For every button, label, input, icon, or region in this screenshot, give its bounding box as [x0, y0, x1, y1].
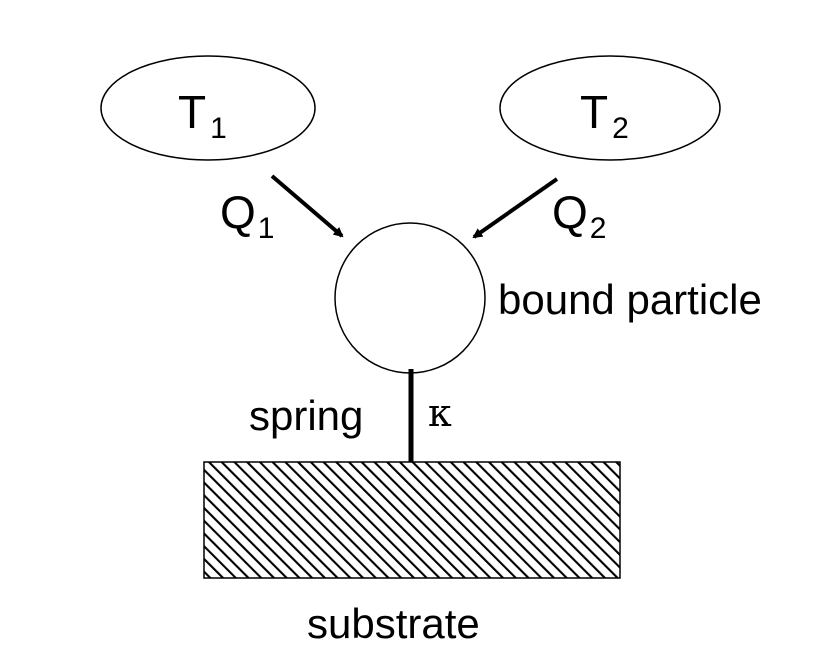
reservoir-t1-ellipse [100, 55, 316, 161]
substrate-label: substrate [307, 600, 480, 647]
bound-particle-circle [334, 222, 486, 374]
reservoir-t1-symbol: T [178, 86, 206, 138]
heat-q1-index: 1 [258, 212, 275, 245]
substrate-block [203, 461, 621, 579]
heat-flow-arrow-2 [472, 177, 559, 239]
reservoir-t2-index: 2 [612, 112, 629, 145]
reservoir-t1-index: 1 [210, 112, 227, 145]
spring-constant-label: κ [428, 391, 452, 435]
reservoir-t2-symbol: T [580, 86, 608, 138]
heat-q1-label: Q1 [220, 186, 274, 245]
bound-particle-label: bound particle [498, 276, 762, 323]
heat-q1-symbol: Q [220, 186, 256, 238]
heat-q2-symbol: Q [552, 186, 588, 238]
heat-q2-label: Q2 [552, 186, 606, 245]
reservoir-t2-ellipse [499, 55, 721, 161]
spring-label: spring [249, 392, 363, 439]
heat-flow-arrow-1 [270, 174, 344, 238]
heat-q2-index: 2 [590, 212, 607, 245]
